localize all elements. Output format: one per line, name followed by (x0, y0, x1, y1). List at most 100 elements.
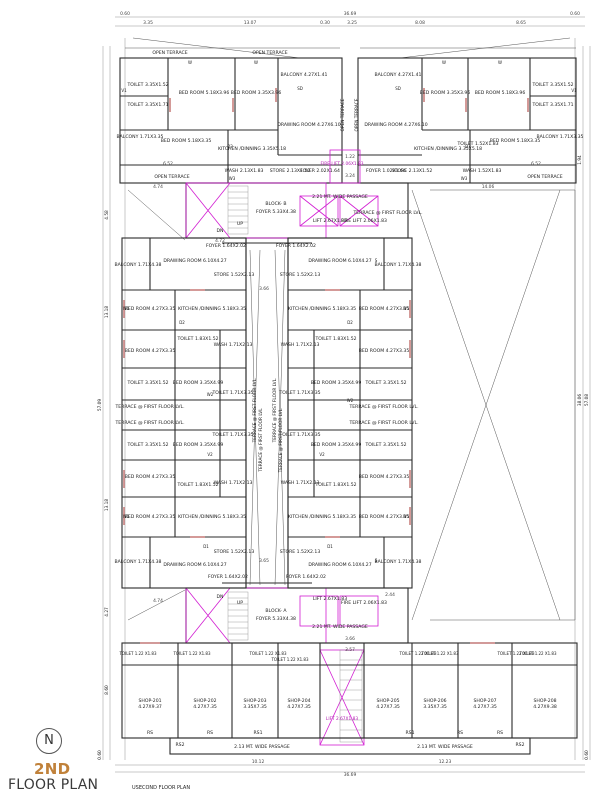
dim-top-7: 8.65 (516, 20, 526, 26)
top-right-label: STORE 2.13X1.52 (392, 168, 433, 174)
shop-toilet: TOILET 1.22 X1.83 (496, 651, 535, 656)
shop-mark: RS1 (405, 730, 414, 736)
block-a-dn: DN (217, 594, 224, 600)
dim-side-1: 13.18 (104, 306, 110, 319)
floor-title: FLOOR PLAN (8, 777, 99, 793)
shop-mark: RS (147, 730, 153, 736)
tag-w: W (442, 60, 446, 65)
shop-name: SHOP-207 (473, 698, 496, 704)
center-terrace-label: TERRACE @ FIRST FLOOR LVL. (272, 378, 278, 444)
dim-side-7: 1.94 (577, 155, 583, 165)
mid-dim: 6.52 (163, 161, 173, 167)
north-arrow-icon: N (36, 728, 62, 754)
mr-label: TERRACE @ FIRST FLOOR LVL. (348, 420, 418, 426)
dim-side-4: 4.27 (104, 607, 110, 617)
mr-label: TOILET 1.71X3.35 (278, 390, 320, 396)
dim-side-8: 38.06 (577, 394, 583, 407)
top-left-label: WASH 2.13X1.83 (225, 168, 264, 174)
dim-top-5: 3.25 (347, 20, 357, 26)
block-a-passage: 2.21 MT. WIDE PASSAGE (312, 624, 368, 630)
ml-label: WASH 1.71X2.13 (214, 342, 253, 348)
top-right-label: TOILET 3.35X1.52 (531, 82, 573, 88)
mid-dim: 4.72 (215, 238, 225, 244)
open-terrace-vertical-label-2: OPEN TERRACE (354, 98, 360, 131)
mr-label: BED ROOM 3.35X4.99 (311, 442, 362, 448)
mid-dim: 4.74 (153, 598, 163, 604)
ml-label: TERRACE @ FIRST FLOOR LVL. (114, 420, 184, 426)
dim-side-5: 8.60 (104, 685, 110, 695)
shop-name: SHOP-204 (287, 698, 310, 704)
top-left-label: BED ROOM 5.18X3.35 (161, 138, 212, 144)
shop-name: SHOP-202 (193, 698, 216, 704)
top-right-label: BALCONY 4.27X1.41 (375, 72, 422, 78)
mid-dimension-labels: 4.74 4.72 3.66 3.65 4.74 2.44 3.57 3.66 … (153, 154, 541, 653)
top-left-unit-labels: OPEN TERRACE TOILET 3.35X1.52 BED ROOM 5… (117, 50, 341, 180)
tag-w: W (498, 60, 502, 65)
mr-label: KITCHEN /DINNING 5.18X3.35 (288, 514, 356, 520)
shop-toilet: TOILET 1.22 X1.83 (270, 657, 309, 662)
side-dimension-text: 4.58 13.18 57.09 13.18 4.27 8.60 0.60 1.… (97, 155, 590, 760)
ml-label: FOYER 1.64X2.02 (208, 574, 248, 580)
mr-label: BED ROOM 4.27X3.35 (359, 348, 410, 354)
tag-v1: V1 (571, 88, 577, 93)
shop-mark: RS (207, 730, 213, 736)
ml-label: TOILET 1.83X1.52 (176, 336, 218, 342)
shop-size: 4.27X7.35 (376, 704, 400, 710)
ml-label: BED ROOM 4.27X3.35 (125, 514, 176, 520)
mr-label: KITCHEN /DINNING 5.18X3.35 (288, 306, 356, 312)
dim-top-6: 8.08 (415, 20, 425, 26)
dimension-lines (102, 16, 591, 773)
shop-size: 4.27X7.35 (287, 704, 311, 710)
middle-right-labels: STORE 1.52X2.13 DRAWING ROOM 6.10X4.27 B… (278, 258, 421, 580)
shop-size: 3.35X7.35 (243, 704, 267, 710)
dim-side-10: 0.60 (584, 750, 590, 760)
shop-name: SHOP-203 (243, 698, 266, 704)
block-a-title: BLOCK- A (265, 608, 287, 614)
bottom-dimension-text: 10.12 12.23 36.69 (252, 759, 452, 778)
shop-mark: RS (457, 730, 463, 736)
ml-label: TOILET 1.71X3.35 (211, 432, 253, 438)
shop-size: 4.27X9.38 (533, 704, 557, 710)
center-terrace-labels: TERRACE @ FIRST FLOOR LVL. TERRACE @ FIR… (252, 378, 284, 474)
ml-label: BED ROOM 4.27X3.35 (125, 474, 176, 480)
mr-label: WASH 1.71X2.13 (281, 342, 320, 348)
top-right-label: TOILET 1.52X1.83 (456, 141, 498, 147)
dim-bottom-0: 10.12 (252, 759, 265, 765)
dim-side-9: 57.08 (584, 394, 590, 407)
tag-sd: SD (297, 86, 303, 91)
mid-dim: 14.06 (482, 184, 495, 190)
shop-toilet: TOILET 1.22 X1.83 (118, 651, 157, 656)
ml-label: BALCONY 1.71X4.38 (115, 262, 162, 268)
tag-d1: D1 (327, 544, 333, 549)
mid-dim: 3.66 (345, 636, 355, 642)
top-right-label: WASH 1.52X1.83 (463, 168, 502, 174)
tag-d3: D3 (227, 144, 233, 149)
ml-label: BED ROOM 3.35X4.99 (173, 380, 224, 386)
ml-label: DRAWING ROOM 6.10X4.27 (163, 562, 226, 568)
shop-walls (121, 642, 578, 755)
mr-label: WASH 1.71X2.13 (281, 480, 320, 486)
tag-w1: W1 (403, 514, 410, 519)
tag-v1: V1 (121, 88, 127, 93)
top-left-label: BED ROOM 5.18X3.96 (179, 90, 230, 96)
top-right-label: FOYER 1.02X1.64 (366, 168, 406, 174)
mr-label: BED ROOM 3.35X4.99 (311, 380, 362, 386)
shop-toilet: TOILET 1.22 X1.83 (248, 651, 287, 656)
tag-w: W (254, 60, 258, 65)
tag-s: S (375, 558, 378, 563)
shop-passage-right: 2.13 MT. WIDE PASSAGE (417, 744, 473, 750)
tag-w1: W1 (403, 306, 410, 311)
shop-toilet-labels: TOILET 1.22 X1.83 TOILET 1.22 X1.83 TOIL… (118, 651, 557, 662)
shop-mark: RS2 (175, 742, 184, 748)
core-top-lift-tag: FIRE LIFT 2.06X1.83 (321, 161, 364, 167)
top-right-unit-labels: BALCONY 4.27X1.41 BED ROOM 3.35X3.96 BED… (364, 72, 583, 180)
ml-label: TOILET 1.83X1.52 (176, 482, 218, 488)
shop-labels: SHOP-201 4.27X9.37 SHOP-202 4.27X7.35 SH… (138, 698, 557, 710)
block-b-labels: BLOCK- B FOYER 5.33X4.38 2.21 MT. WIDE P… (206, 194, 423, 249)
center-terrace-label: TERRACE @ FIRST FLOOR LVL. (252, 378, 258, 444)
shop-toilet: TOILET 1.22 X1.83 (172, 651, 211, 656)
tag-w2: W2 (347, 398, 354, 403)
top-left-label: DRAWING ROOM 4.27X6.10 (277, 122, 340, 128)
dim-bottom-1: 12.23 (439, 759, 452, 765)
top-left-label: FOYER 2.02X1.64 (300, 168, 340, 174)
